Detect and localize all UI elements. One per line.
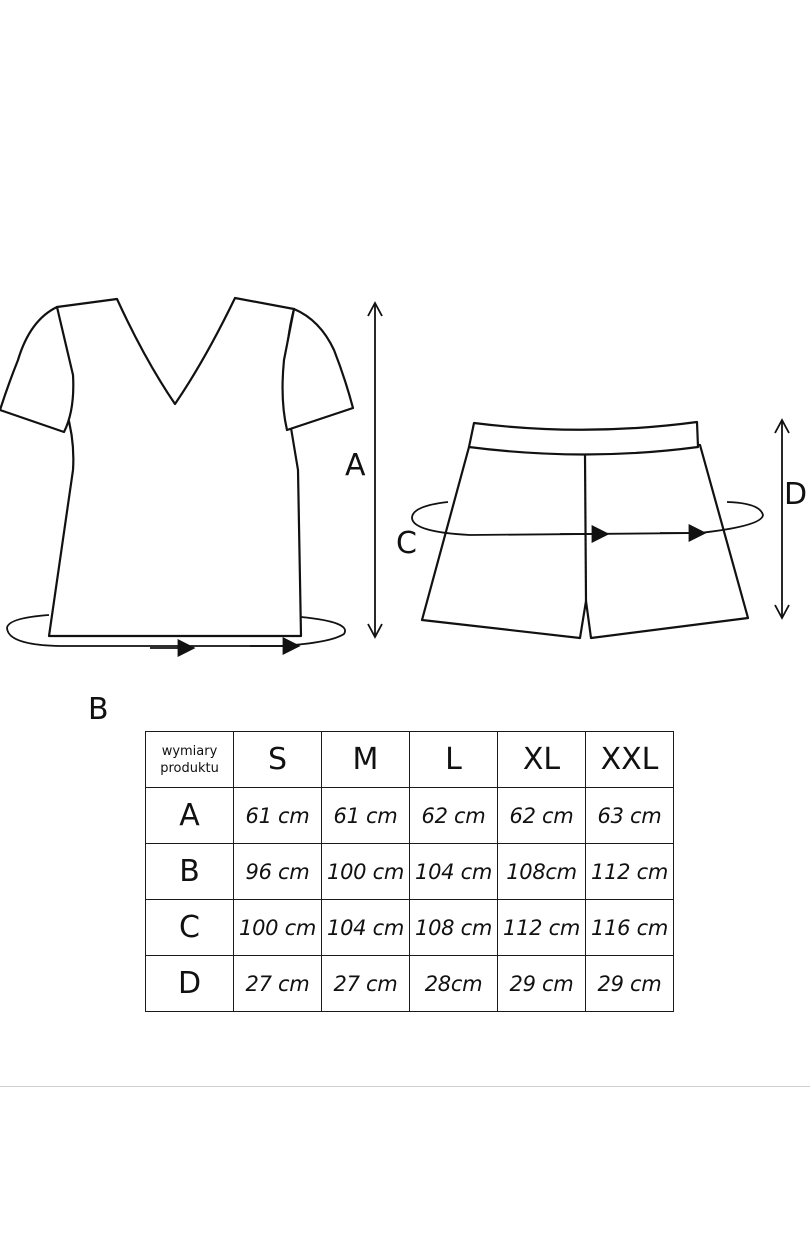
table-cell: 61 cm <box>233 787 322 844</box>
label-b: B <box>88 692 109 727</box>
table-header-row: wymiary produktu S M L XL XXL <box>145 731 674 788</box>
table-row: A 61 cm 61 cm 62 cm 62 cm 63 cm <box>145 787 674 844</box>
table-row: C 100 cm 104 cm 108 cm 112 cm 116 cm <box>145 899 674 956</box>
table-cell: 61 cm <box>321 787 410 844</box>
table-cell: 29 cm <box>585 955 674 1012</box>
table-header-label: wymiary produktu <box>145 731 234 788</box>
row-label-d: D <box>145 955 234 1012</box>
table-cell: 62 cm <box>409 787 498 844</box>
tshirt-outline <box>0 296 355 638</box>
table-row: B 96 cm 100 cm 104 cm 108cm 112 cm <box>145 843 674 900</box>
table-cell: 104 cm <box>409 843 498 900</box>
table-cell: 112 cm <box>585 843 674 900</box>
table-cell: 100 cm <box>321 843 410 900</box>
table-cell: 104 cm <box>321 899 410 956</box>
table-cell: 29 cm <box>497 955 586 1012</box>
table-cell: 96 cm <box>233 843 322 900</box>
size-xxl-header: XXL <box>585 731 674 788</box>
table-cell: 112 cm <box>497 899 586 956</box>
size-s-header: S <box>233 731 322 788</box>
table-cell: 28cm <box>409 955 498 1012</box>
row-label-a: A <box>145 787 234 844</box>
row-label-b: B <box>145 843 234 900</box>
size-table: wymiary produktu S M L XL XXL A 61 cm 61… <box>145 731 674 1012</box>
label-c: C <box>396 526 417 561</box>
label-a: A <box>345 448 366 483</box>
size-l-header: L <box>409 731 498 788</box>
table-cell: 116 cm <box>585 899 674 956</box>
length-arrow-d <box>774 418 790 620</box>
table-cell: 108 cm <box>409 899 498 956</box>
table-cell: 27 cm <box>321 955 410 1012</box>
length-arrow-a <box>367 301 383 639</box>
divider <box>0 1086 810 1087</box>
shorts-outline <box>420 420 750 640</box>
hem-loop <box>6 614 346 657</box>
table-cell: 63 cm <box>585 787 674 844</box>
row-label-c: C <box>145 899 234 956</box>
hip-loop <box>411 501 764 543</box>
table-row: D 27 cm 27 cm 28cm 29 cm 29 cm <box>145 955 674 1012</box>
label-d: D <box>784 477 807 512</box>
size-m-header: M <box>321 731 410 788</box>
table-cell: 108cm <box>497 843 586 900</box>
table-cell: 27 cm <box>233 955 322 1012</box>
table-cell: 62 cm <box>497 787 586 844</box>
size-xl-header: XL <box>497 731 586 788</box>
table-cell: 100 cm <box>233 899 322 956</box>
